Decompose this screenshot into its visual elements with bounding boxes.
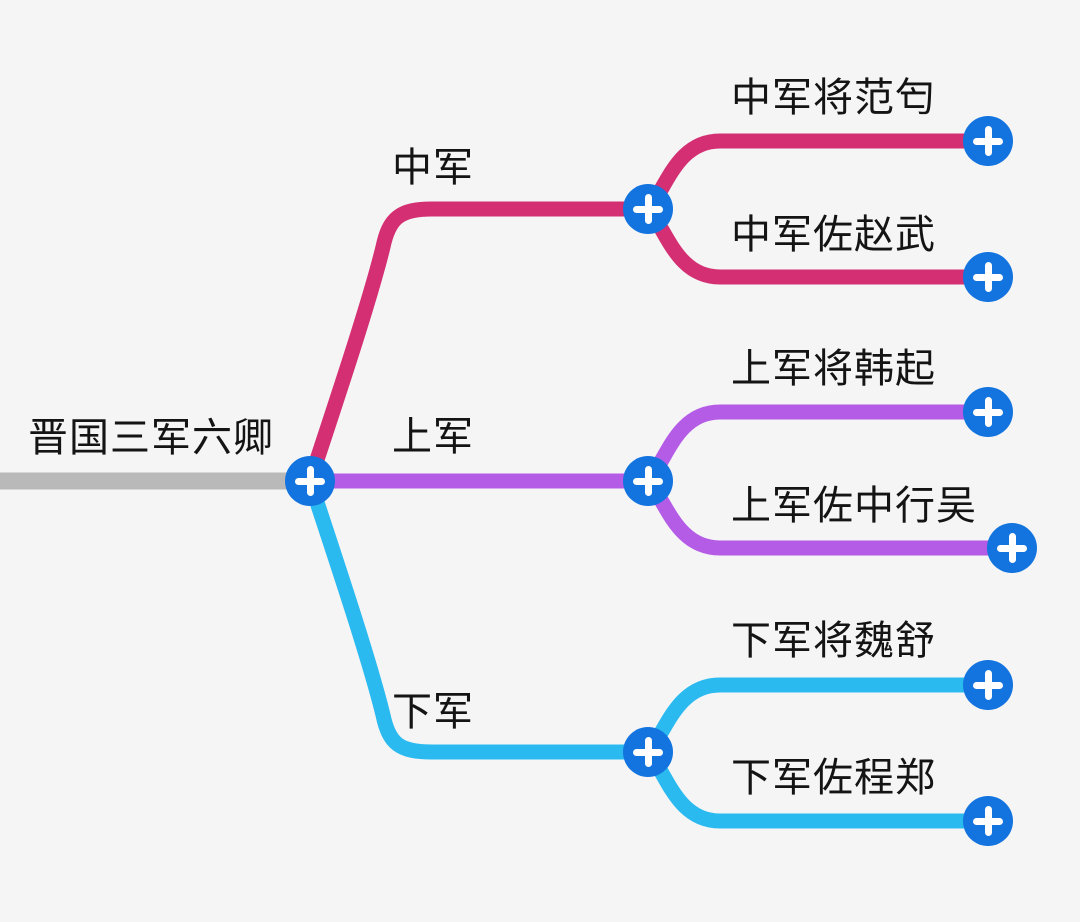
expand-button-zhongjun[interactable] bbox=[623, 184, 673, 234]
plus-icon bbox=[963, 387, 1013, 437]
plus-icon bbox=[623, 184, 673, 234]
expand-button-xiajun-zuo[interactable] bbox=[963, 796, 1013, 846]
link-child-hanqi bbox=[642, 404, 988, 487]
node-zhongjun-zuo-label[interactable]: 中军佐赵武 bbox=[731, 213, 936, 257]
node-root-label[interactable]: 晋国三军六卿 bbox=[28, 416, 274, 460]
node-zhongjun-jiang-label[interactable]: 中军将范匄 bbox=[731, 76, 936, 120]
expand-button-zhongjun-jiang[interactable] bbox=[963, 116, 1013, 166]
link-branch-zhongjun bbox=[302, 201, 648, 484]
node-xiajun-label[interactable]: 下军 bbox=[392, 690, 474, 734]
node-zhongjun-label[interactable]: 中军 bbox=[392, 146, 474, 190]
expand-button-xiajun[interactable] bbox=[623, 727, 673, 777]
expand-button-shangjun-jiang[interactable] bbox=[963, 387, 1013, 437]
expand-button-shangjun[interactable] bbox=[623, 456, 673, 506]
node-shangjun-label[interactable]: 上军 bbox=[392, 415, 474, 459]
expand-button-shangjun-zuo[interactable] bbox=[987, 523, 1037, 573]
plus-icon bbox=[623, 727, 673, 777]
plus-icon bbox=[963, 116, 1013, 166]
plus-icon bbox=[623, 456, 673, 506]
expand-button-root[interactable] bbox=[285, 456, 335, 506]
node-shangjun-zuo-label[interactable]: 上军佐中行吴 bbox=[731, 484, 977, 528]
plus-icon bbox=[963, 660, 1013, 710]
expand-button-zhongjun-zuo[interactable] bbox=[963, 252, 1013, 302]
expand-button-xiajun-jiang[interactable] bbox=[963, 660, 1013, 710]
link-branch-xiajun bbox=[302, 478, 648, 760]
link-child-fangai bbox=[642, 133, 988, 215]
plus-icon bbox=[963, 252, 1013, 302]
plus-icon bbox=[285, 456, 335, 506]
plus-icon bbox=[987, 523, 1037, 573]
node-xiajun-jiang-label[interactable]: 下军将魏舒 bbox=[731, 619, 936, 663]
node-xiajun-zuo-label[interactable]: 下军佐程郑 bbox=[731, 756, 936, 800]
plus-icon bbox=[963, 796, 1013, 846]
link-child-weishu bbox=[642, 677, 988, 758]
node-shangjun-jiang-label[interactable]: 上军将韩起 bbox=[731, 347, 936, 391]
